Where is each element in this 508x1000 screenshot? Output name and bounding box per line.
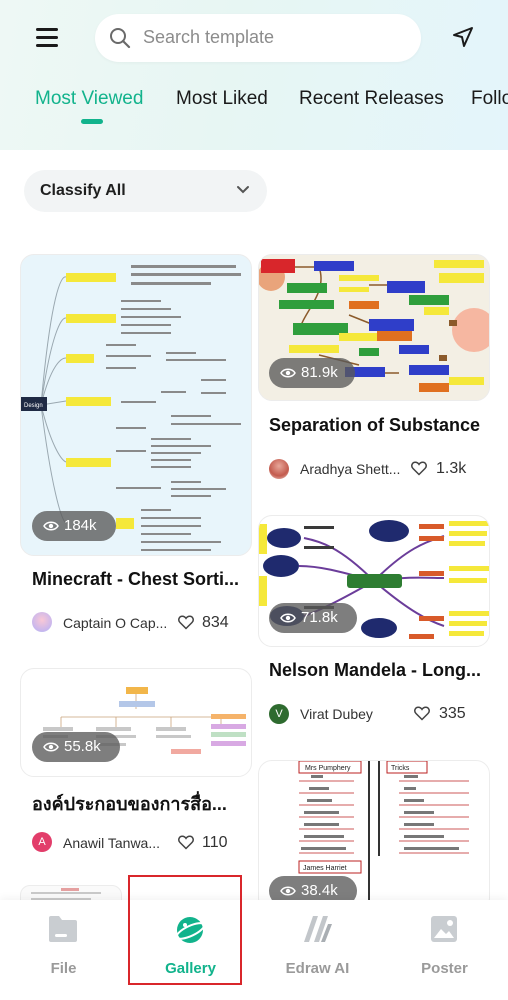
template-title[interactable]: Nelson Mandela - Long... [269, 660, 482, 680]
eye-icon [280, 886, 296, 896]
template-title[interactable]: Minecraft - Chest Sorti... [32, 569, 240, 589]
views-badge: 184k [32, 511, 116, 541]
nav-item-file[interactable]: File [0, 900, 127, 1000]
tab-most-liked[interactable]: Most Liked [176, 88, 268, 109]
folder-icon [49, 916, 77, 942]
heart-icon[interactable] [178, 615, 194, 630]
heart-icon[interactable] [414, 706, 430, 721]
template-title[interactable]: Separation of Substance [269, 415, 481, 435]
likes-count: 1.3k [436, 460, 467, 477]
views-badge: 71.8k [269, 603, 357, 633]
avatar: V [269, 704, 289, 724]
mindmap-thumbnail-image: Design [21, 265, 241, 551]
planet-icon [175, 917, 206, 943]
eye-icon [43, 521, 59, 531]
avatar: A [32, 832, 52, 852]
bottom-navigation: File Gallery Edraw AI Poster [0, 900, 508, 1000]
eye-icon [280, 613, 296, 623]
views-count: 81.9k [301, 364, 338, 381]
author-name: Aradhya Shett... [300, 461, 401, 477]
search-input[interactable]: Search template [95, 14, 421, 62]
nav-item-gallery[interactable]: Gallery [127, 900, 254, 1000]
classify-dropdown[interactable]: Classify All [24, 170, 267, 212]
active-tab-indicator [81, 119, 103, 124]
avatar [269, 459, 289, 479]
author-name: Virat Dubey [300, 706, 373, 722]
nav-label-gallery: Gallery [165, 960, 216, 977]
views-count: 71.8k [301, 609, 338, 626]
nav-item-edraw-ai[interactable]: Edraw AI [254, 900, 381, 1000]
nav-item-poster[interactable]: Poster [381, 900, 508, 1000]
classify-label: Classify All [40, 182, 126, 199]
avatar [32, 612, 52, 632]
heart-icon[interactable] [411, 461, 427, 476]
diagram-thumbnail-image: Mrs Pumphery Tricks James Harriet [298, 761, 469, 911]
tab-following[interactable]: Follo [471, 88, 508, 109]
diagram-thumbnail-image [31, 888, 101, 900]
template-title[interactable]: องค์ประกอบของการสื่อ... [32, 794, 227, 814]
gallery-highlight-box [128, 875, 242, 985]
thumbnail-name: James Harriet [303, 865, 347, 872]
edraw-ai-icon [304, 916, 332, 942]
heart-icon[interactable] [178, 835, 194, 850]
views-count: 55.8k [64, 738, 101, 755]
search-icon [110, 28, 131, 49]
nav-label-edraw-ai: Edraw AI [285, 960, 350, 977]
template-thumbnail[interactable]: Design [20, 254, 252, 556]
likes-count: 335 [439, 705, 466, 722]
navigation-arrow-icon[interactable] [452, 26, 474, 48]
nav-label-file: File [50, 960, 77, 977]
views-count: 38.4k [301, 882, 338, 899]
author-name: Anawil Tanwa... [63, 835, 161, 851]
likes-count: 110 [202, 834, 228, 851]
likes-count: 834 [202, 614, 229, 631]
views-count: 184k [64, 517, 97, 534]
mindmap-thumbnail-image [259, 255, 489, 400]
thumbnail-heading-2: Tricks [391, 765, 410, 772]
poster-icon [431, 916, 457, 942]
views-badge: 55.8k [32, 732, 120, 762]
views-badge: 81.9k [269, 358, 355, 388]
category-tabs: Most Viewed Most Liked Recent Releases F… [0, 88, 508, 128]
central-node-label: Design [24, 403, 43, 409]
search-placeholder: Search template [143, 27, 275, 47]
nav-label-poster: Poster [421, 960, 468, 977]
tab-most-viewed[interactable]: Most Viewed [35, 88, 144, 109]
chevron-down-icon [237, 186, 249, 194]
tab-recent-releases[interactable]: Recent Releases [299, 88, 444, 109]
eye-icon [280, 368, 296, 378]
thumbnail-heading: Mrs Pumphery [305, 765, 351, 772]
eye-icon [43, 742, 59, 752]
author-name: Captain O Cap... [63, 615, 168, 631]
menu-icon[interactable] [36, 26, 60, 50]
